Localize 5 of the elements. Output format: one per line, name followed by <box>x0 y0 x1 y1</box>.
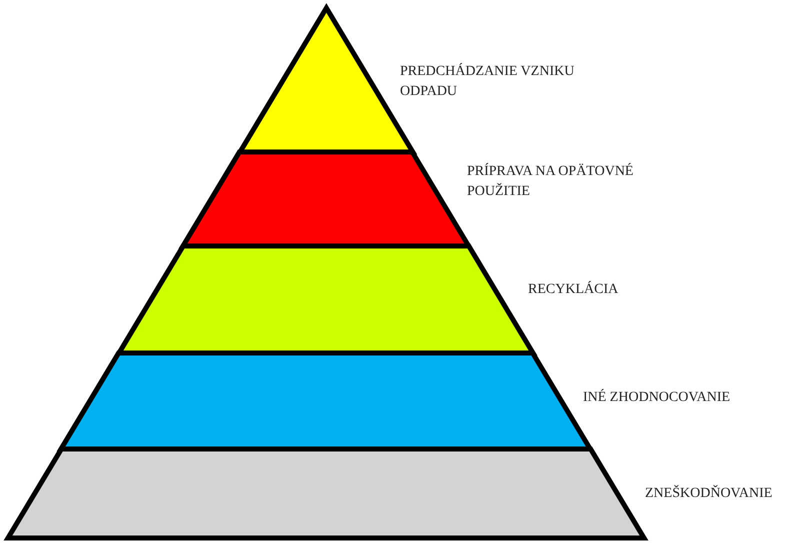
tier-label: INÉ ZHODNOCOVANIE <box>582 388 730 407</box>
tier-label: PRÍPRAVA NA OPÄTOVNÉ POUŽITIE <box>466 162 634 201</box>
tier-label: ZNEŠKODŇOVANIE <box>645 484 772 503</box>
tier-label: PREDCHÁDZANIE VZNIKU ODPADU <box>400 62 576 101</box>
tier-label: RECYKLÁCIA <box>528 280 618 299</box>
